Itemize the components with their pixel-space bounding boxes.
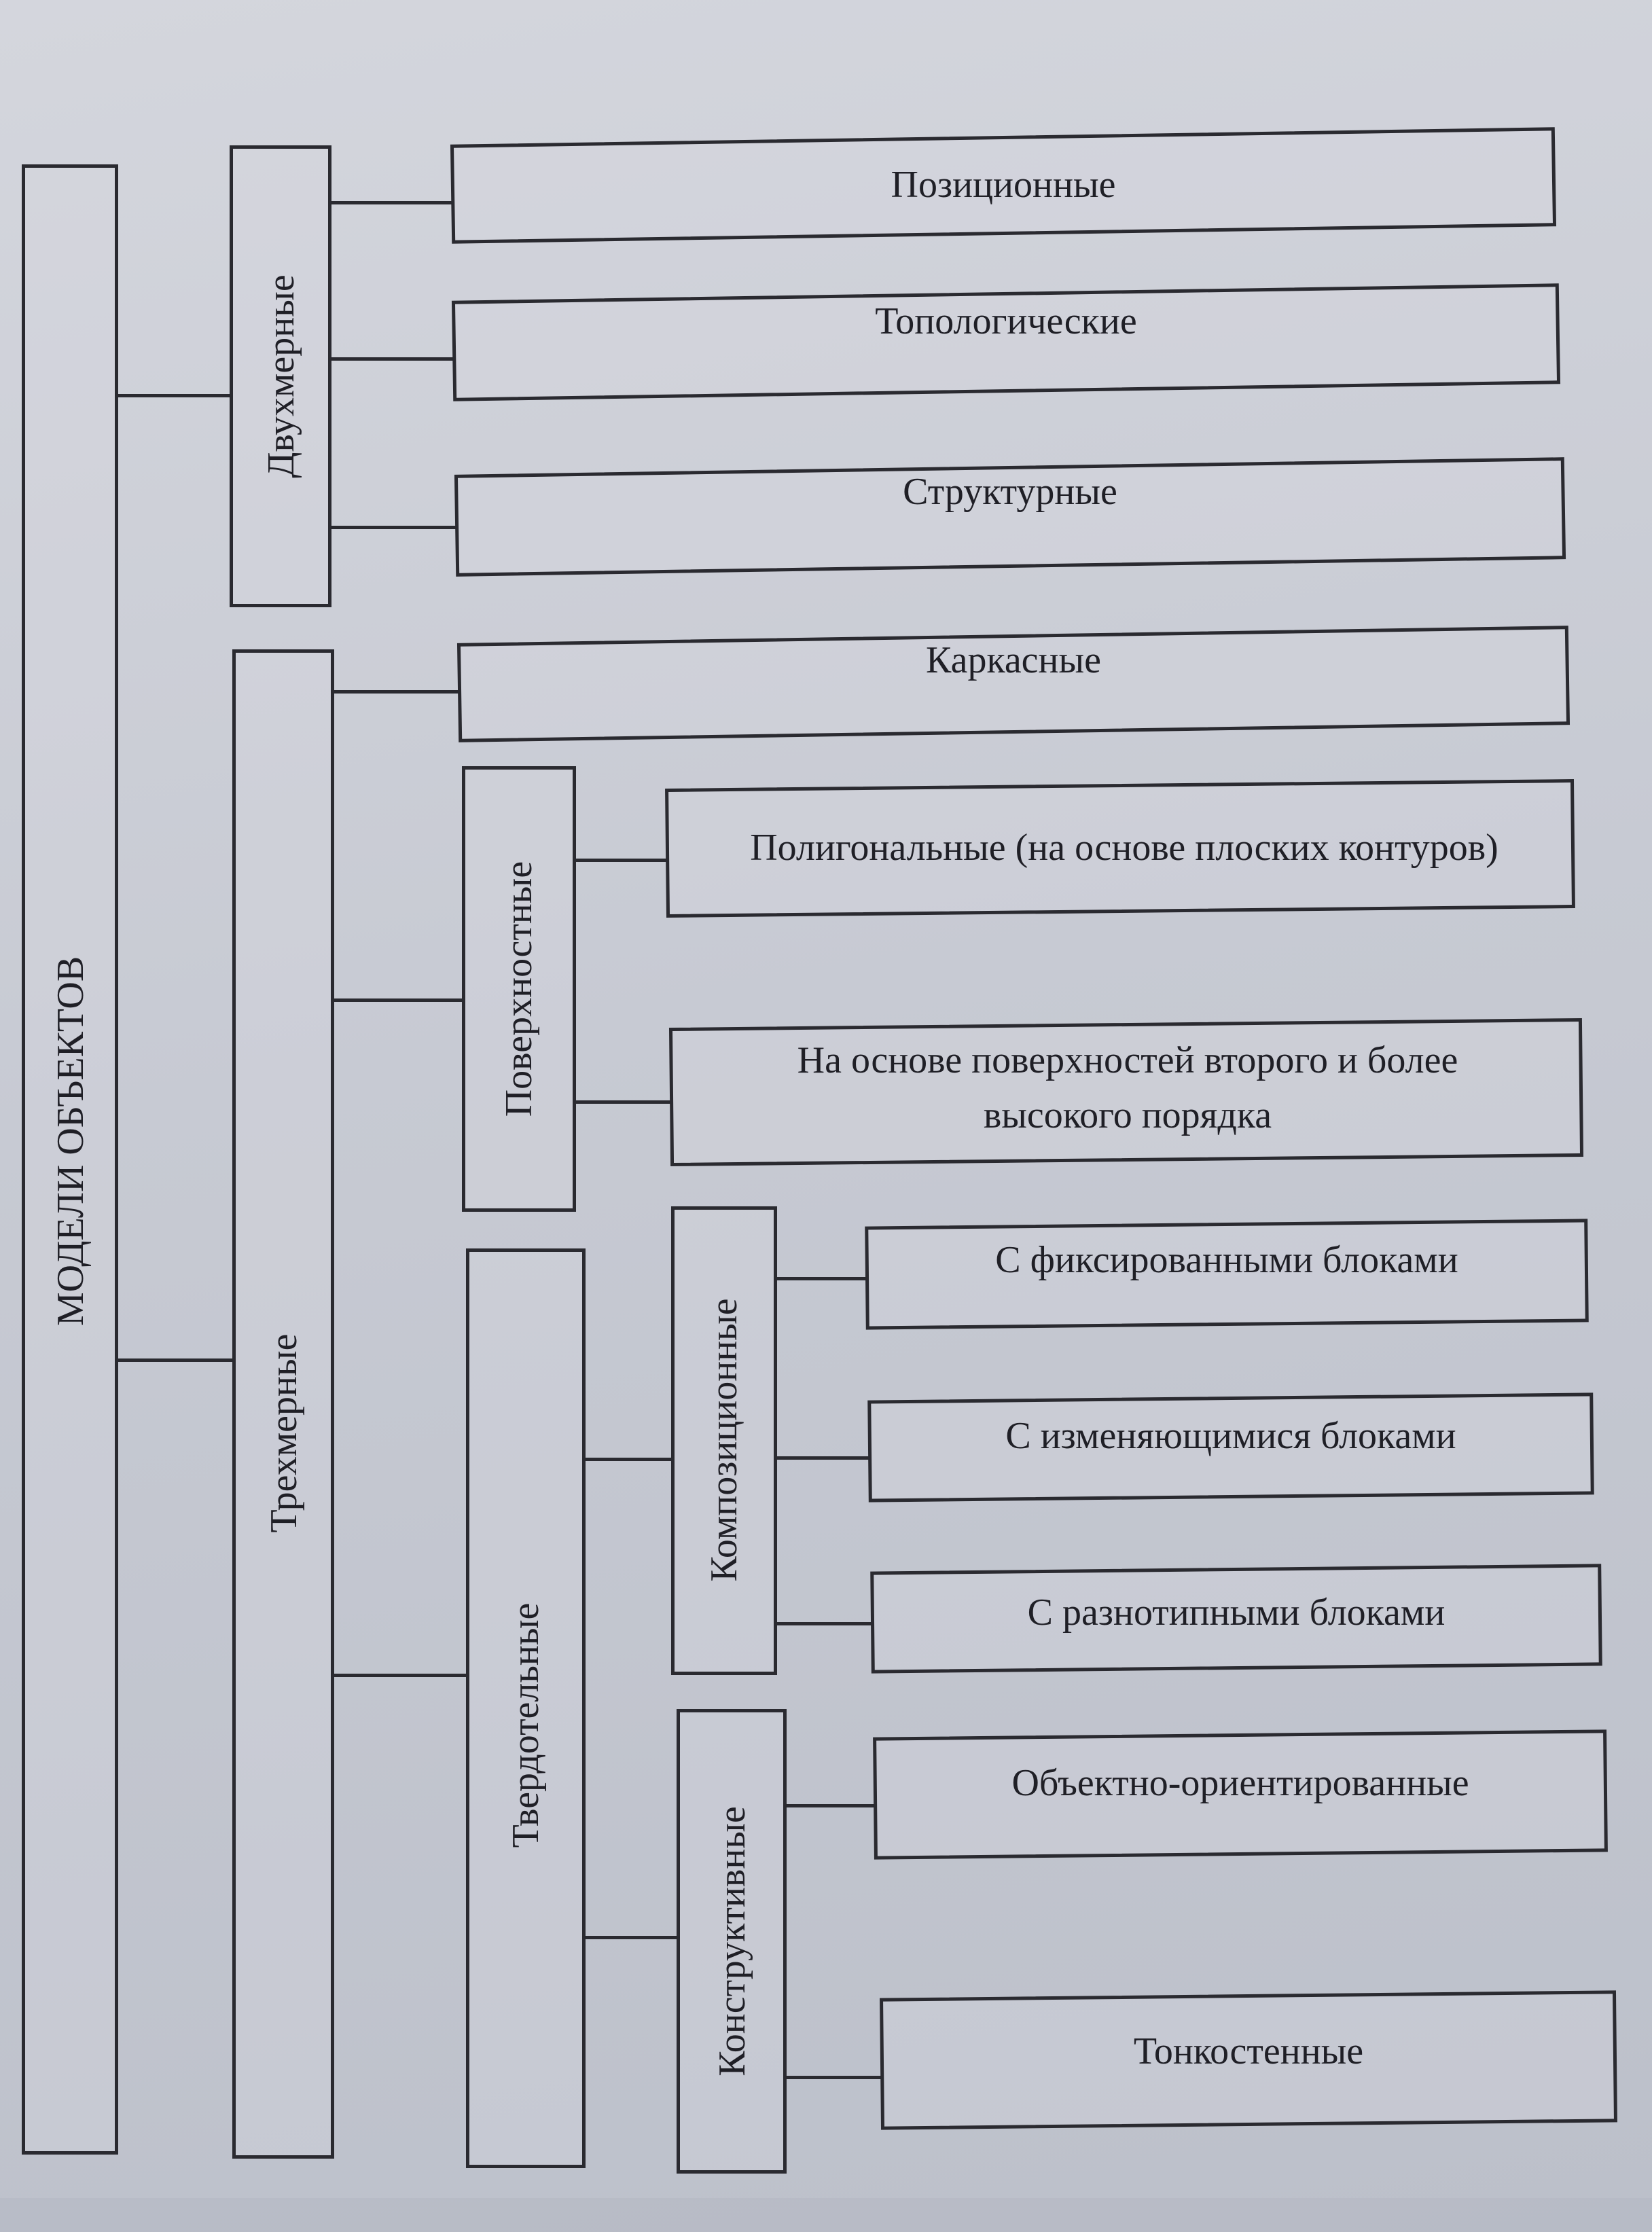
compositional-box [671, 1206, 777, 1675]
compositional-label: Композиционные [703, 1298, 745, 1582]
connector-line [118, 1358, 234, 1362]
surface-label: Поверхностные [498, 861, 540, 1117]
connector-line [576, 859, 667, 862]
leaf-object-oriented: Объектно-ориентированные [1011, 1762, 1469, 1805]
leaf-wireframe: Каркасные [926, 639, 1101, 682]
leaf-positional: Позиционные [891, 164, 1116, 206]
connector-line [586, 1458, 672, 1461]
surface-box [462, 766, 576, 1212]
connector-line [777, 1277, 867, 1280]
connector-line [331, 526, 456, 529]
connector-line [334, 1674, 467, 1677]
connector-line [777, 1456, 869, 1460]
constructive-box [677, 1709, 787, 2174]
caption-strip [0, 2198, 1652, 2232]
three-d-box [232, 649, 334, 2159]
solid-label: Твердотельные [505, 1602, 547, 1848]
connector-line [777, 1622, 872, 1625]
leaf-thin-walled: Тонкостенные [1133, 2030, 1364, 2073]
connector-line [334, 998, 463, 1002]
connector-line [586, 1936, 678, 1939]
leaf-heterogeneous-blocks: С разнотипными блоками [1027, 1591, 1446, 1634]
connector-line [576, 1100, 671, 1104]
connector-line [118, 394, 231, 397]
three-d-label: Трехмерные [263, 1333, 305, 1533]
leaf-higher-order: На основе поверхностей второго и более в… [797, 1039, 1458, 1136]
leaf-structural: Структурные [903, 471, 1117, 514]
two-d-label: Двухмерные [260, 274, 302, 478]
leaf-fixed-blocks: С фиксированными блоками [995, 1239, 1458, 1282]
leaf-topological: Топологические [875, 300, 1137, 343]
connector-line [787, 1804, 875, 1807]
two-d-box [230, 145, 331, 607]
connector-line [331, 357, 454, 361]
leaf-variable-blocks: С изменяющимися блоками [1005, 1415, 1456, 1458]
connector-line [331, 201, 452, 204]
connector-line [334, 690, 459, 694]
root-box [22, 164, 118, 2155]
connector-line [787, 2076, 882, 2079]
solid-box [466, 1248, 586, 2168]
leaf-polygonal: Полигональные (на основе плоских контуро… [750, 827, 1498, 869]
root-label: МОДЕЛИ ОБЪЕКТОВ [50, 956, 92, 1327]
constructive-label: Конструктивные [711, 1806, 753, 2076]
